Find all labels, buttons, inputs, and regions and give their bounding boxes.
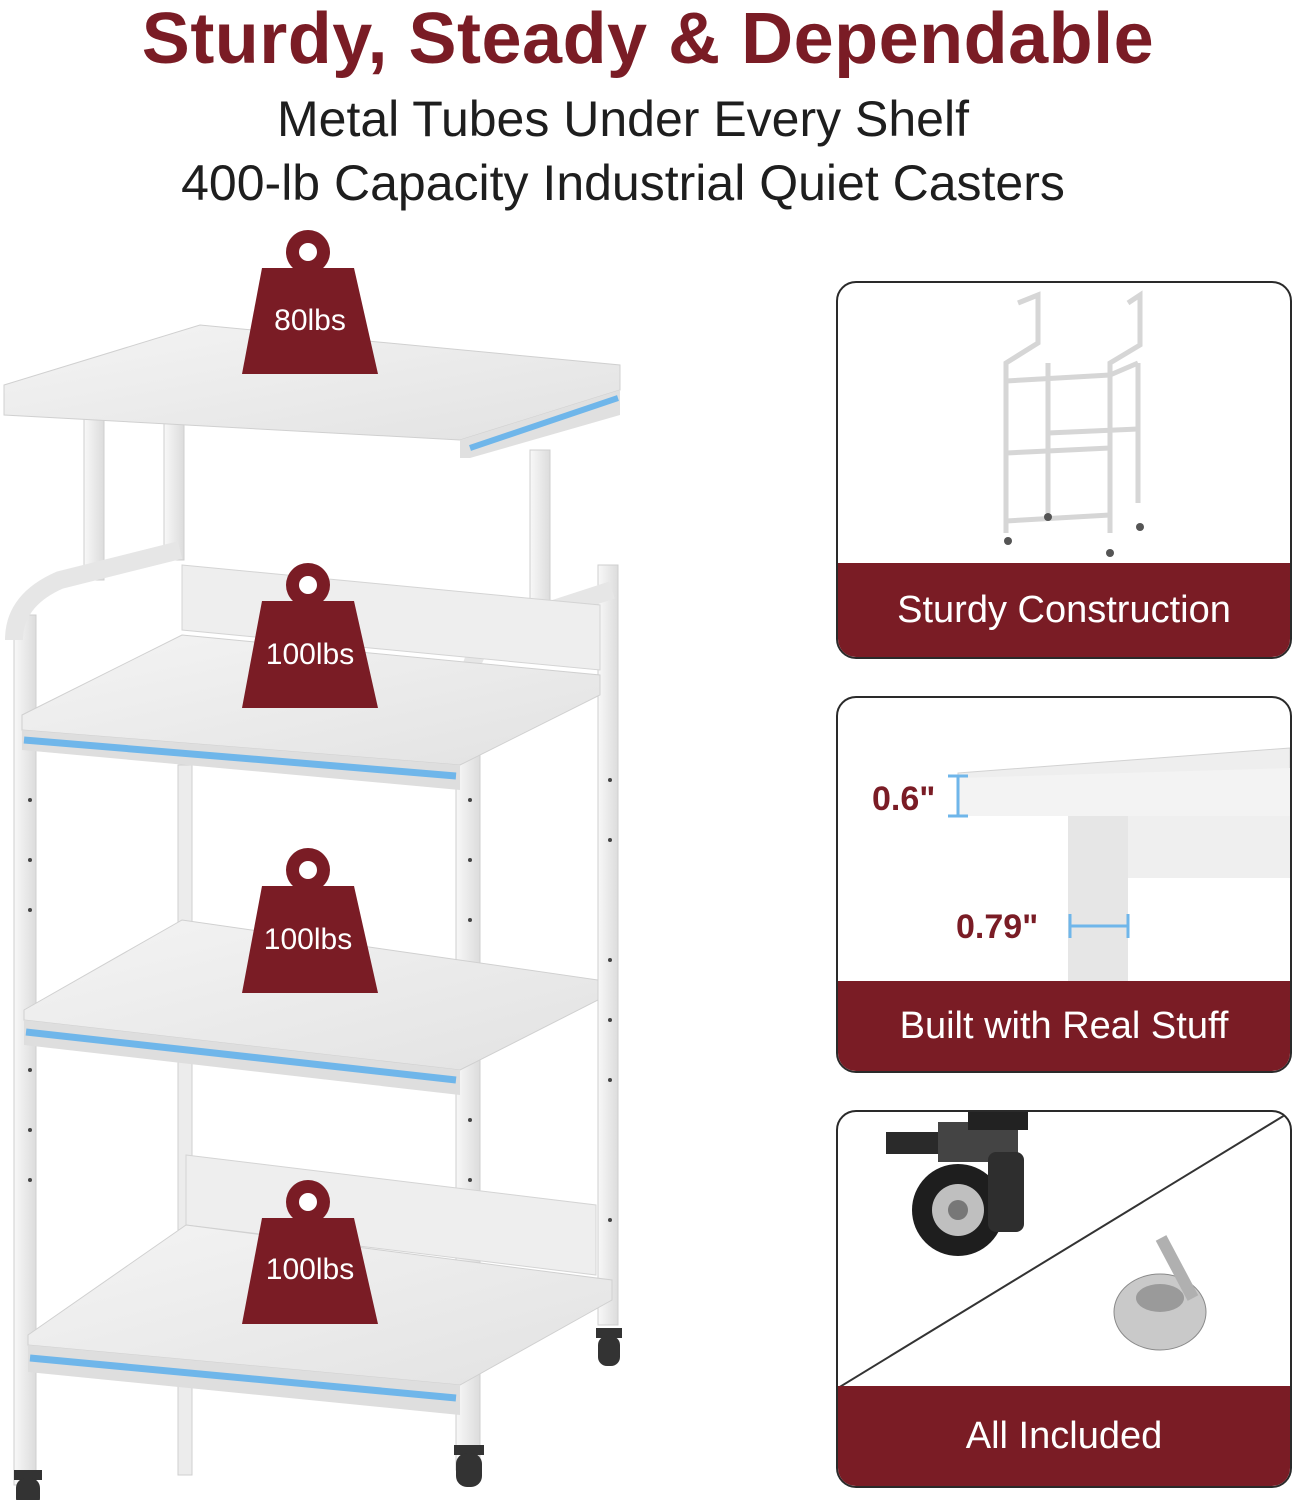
weight-label-shelf4: 100lbs <box>265 1253 355 1286</box>
feature-line-casters: 400-lb Capacity Industrial Quiet Casters <box>181 155 1065 211</box>
card-all-included: All Included <box>836 1110 1292 1488</box>
card-label-built-with-real-stuff: Built with Real Stuff <box>838 981 1290 1071</box>
product-illustration <box>0 220 660 1505</box>
shelf-thickness-label: 0.6" <box>872 780 936 818</box>
tube-size-label: 0.79" <box>956 908 1039 946</box>
frame-skeleton-image <box>1003 290 1144 557</box>
tabletop-corner-image <box>948 747 1290 983</box>
weight-icon-top <box>242 230 378 374</box>
weight-label-shelf2: 100lbs <box>265 638 355 671</box>
shelf-cart-drawing <box>3 230 622 1505</box>
caster-wheel-icon <box>886 1112 1028 1256</box>
weight-icon-shelf2 <box>242 563 378 708</box>
leveling-foot-icon <box>1113 1235 1207 1351</box>
card-sturdy-construction: Sturdy Construction <box>836 281 1292 659</box>
card-label-all-included: All Included <box>838 1386 1290 1486</box>
caster-and-leveler-image <box>838 1112 1290 1388</box>
page-title: Sturdy, Steady & Dependable <box>141 0 1155 79</box>
card-label-sturdy-construction: Sturdy Construction <box>838 563 1290 657</box>
weight-label-shelf3: 100lbs <box>263 923 353 956</box>
feature-line-tubes: Metal Tubes Under Every Shelf <box>277 91 969 147</box>
weight-icon-shelf3 <box>242 848 378 993</box>
card-built-with-real-stuff: 0.6" 0.79" Built with Real Stuff <box>836 696 1292 1073</box>
weight-icon-shelf4 <box>242 1180 378 1324</box>
weight-label-top: 80lbs <box>274 304 346 337</box>
